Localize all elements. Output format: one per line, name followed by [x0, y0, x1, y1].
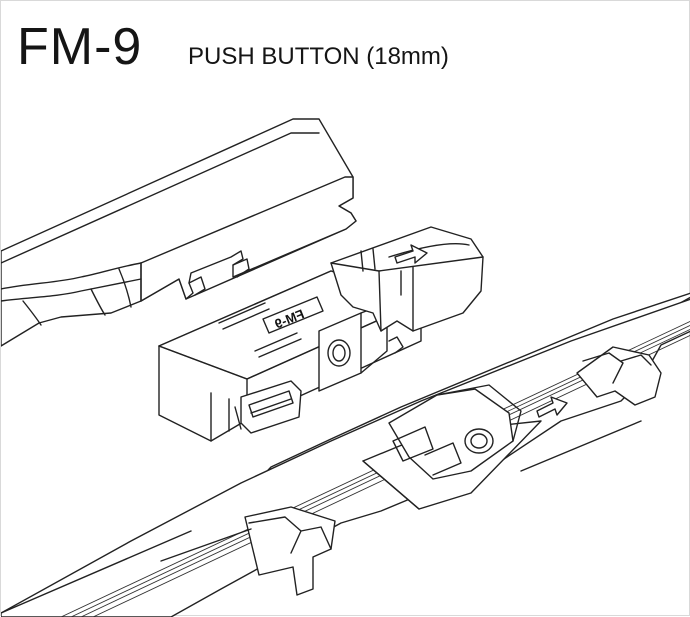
- fm9-adapter: FM-9: [158, 226, 484, 442]
- right-arrow-icon: [536, 396, 568, 418]
- right-arrow-icon: [394, 244, 428, 264]
- model-subtitle: PUSH BUTTON (18mm): [188, 43, 449, 70]
- wiper-arm: [1, 118, 357, 347]
- wiper-blade: [1, 292, 690, 617]
- model-title: FM-9: [17, 18, 143, 76]
